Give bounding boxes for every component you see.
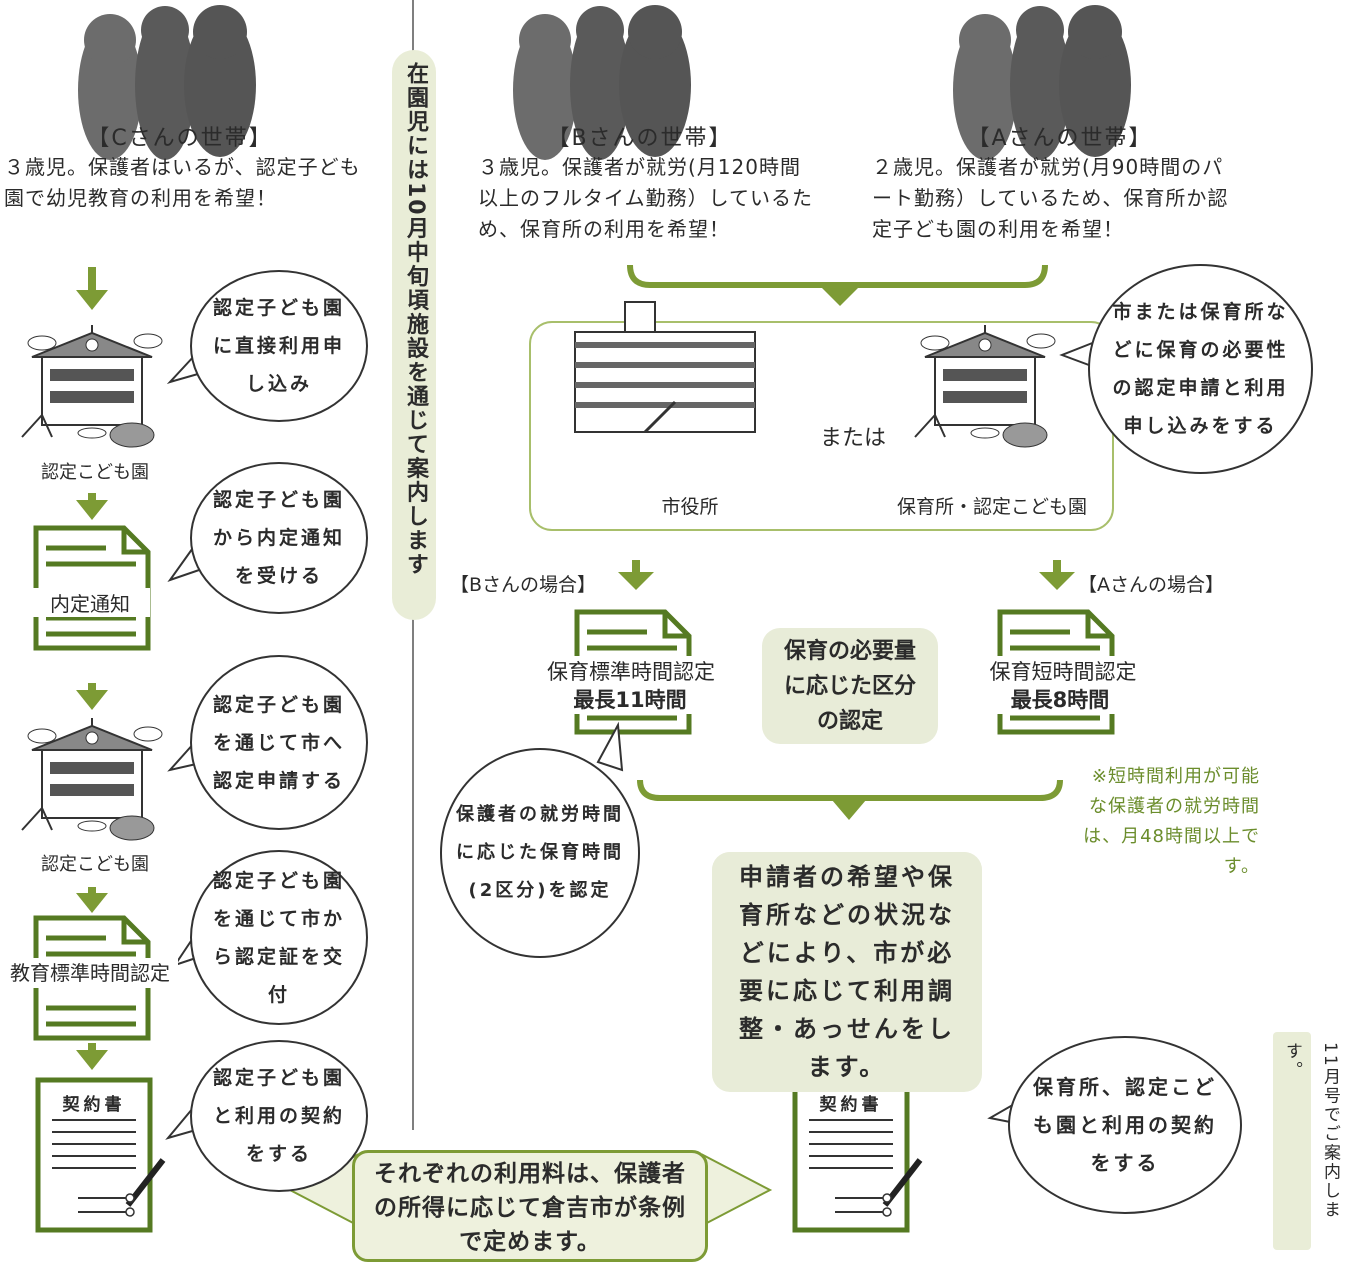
household-b-desc: ３歳児。保護者が就労(月120時間以上のフルタイム勤務）しているため、保育所の利…	[478, 155, 813, 241]
or-label: または	[819, 426, 886, 451]
a-case-label: 【Aさんの場合】	[1078, 574, 1224, 596]
c-contract-title: 契約書	[62, 1095, 126, 1115]
adjust-box: 申請者の希望や保育所などの状況などにより、市が必要に応じて利用調整・あっせんをし…	[712, 852, 982, 1092]
center-vertical-note: 在園児には10月中旬頃施設を通じて案内します	[403, 62, 428, 577]
b-cert-max: 最長11時間	[540, 684, 720, 714]
work-time-bubble: 保護者の就労時間に応じた保育時間(2区分)を認定	[440, 748, 640, 958]
fee-box: それぞれの利用料は、保護者の所得に応じて倉吉市が条例で定めます。	[352, 1150, 708, 1262]
c-doc-label-2: 教育標準時間認定	[2, 958, 178, 988]
city-hall-label: 市役所	[661, 496, 719, 518]
b-case-label: 【Bさんの場合】	[450, 574, 597, 596]
c-icon-label-1: 認定こども園	[41, 462, 149, 483]
right-contract-title: 契約書	[819, 1095, 883, 1115]
need-box: 保育の必要量に応じた区分の認定	[762, 628, 938, 744]
household-a-desc: ２歳児。保護者が就労(月90時間のパート勤務）しているため、保育所か認定子ども園…	[872, 155, 1229, 241]
a-cert-max: 最長8時間	[980, 684, 1140, 714]
household-c-title: 【Cさんの世帯】	[87, 126, 273, 151]
c-bubble-cert-issue: 認定子ども園を通じて市から認定証を交付	[190, 850, 368, 1025]
c-icon-label-2: 認定こども園	[41, 854, 149, 875]
a-cert-title: 保育短時間認定	[958, 656, 1168, 686]
household-a-title: 【Aさんの世帯】	[967, 126, 1153, 151]
c-bubble-notice: 認定子ども園から内定通知を受ける	[190, 462, 368, 614]
contract-bubble: 保育所、認定こども園と利用の契約をする	[1008, 1036, 1242, 1214]
household-c-desc: ３歳児。保護者はいるが、認定子ども園で幼児教育の利用を希望！	[4, 155, 361, 210]
c-bubble-contract: 認定子ども園と利用の契約をする	[190, 1040, 368, 1192]
c-bubble-cert-apply: 認定子ども園を通じて市へ認定申請する	[190, 655, 368, 830]
c-bubble-apply: 認定子ども園に直接利用申し込み	[190, 270, 368, 422]
right-note-panel: 11月号でご案内します。	[1273, 1032, 1340, 1250]
short-time-note: ※短時間利用が可能な保護者の就労時間は、月48時間以上です。	[1083, 766, 1260, 877]
apply-bubble: 市または保育所などに保育の必要性の認定申請と利用申し込みをする	[1088, 264, 1313, 474]
b-cert-title: 保育標準時間認定	[516, 656, 746, 686]
c-doc-label-1: 内定通知	[30, 588, 150, 617]
right-vertical-note: 11月号でご案内します。	[1282, 1042, 1340, 1220]
nursery-label: 保育所・認定こども園	[896, 496, 1087, 518]
household-b-title: 【Bさんの世帯】	[547, 126, 733, 151]
